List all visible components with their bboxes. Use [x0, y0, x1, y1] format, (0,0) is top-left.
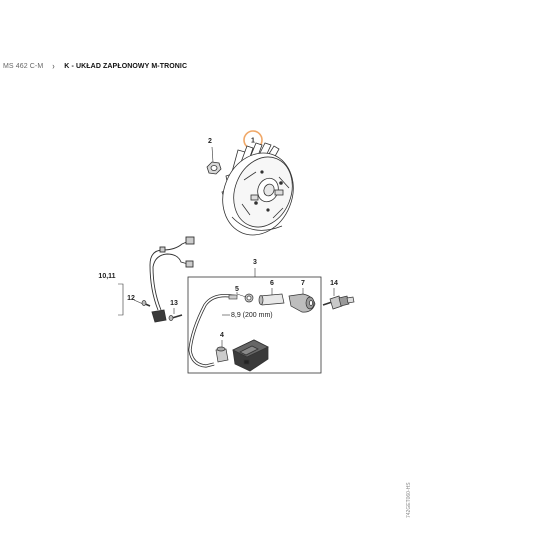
callout-boot-label: 7: [301, 280, 305, 287]
callout-wire-harness-label: 10,11: [98, 273, 115, 280]
spark-plug-part: [322, 295, 355, 310]
breadcrumb-parent-link[interactable]: MS 462 C-M: [3, 62, 44, 70]
breadcrumb-chevron-icon: ›: [52, 60, 55, 71]
screw-part: [168, 314, 183, 321]
callout-spark-plug-boot-label: 4: [220, 332, 224, 339]
breadcrumb: MS 462 C-M › K - UKŁAD ZAPŁONOWY M-TRONI…: [3, 59, 187, 73]
callout-screw-label: 13: [170, 300, 178, 307]
callout-ignition-lead-label: 8,9 (200 mm): [231, 312, 273, 319]
nut-part: [206, 161, 222, 175]
callout-spring-label: 5: [235, 286, 239, 293]
breadcrumb-current: K - UKŁAD ZAPŁONOWY M-TRONIC: [64, 62, 188, 70]
callout-spark-plug-label: 14: [330, 280, 338, 287]
harness-screw-part: [141, 300, 151, 307]
callout-harness-screw-label: 12: [127, 295, 135, 302]
ignition-module-set-frame: [187, 276, 322, 374]
spark-plug-boot-part: [215, 346, 229, 363]
ignition-lead-part: [188, 294, 238, 368]
document-id-text: 742GET060-HS: [406, 482, 412, 518]
sleeve-part: [258, 293, 285, 306]
wire-harness-part: [149, 236, 195, 323]
boot-part: [288, 293, 316, 313]
callout-sleeve-label: 6: [270, 280, 274, 287]
callout-ignition-module-set-label: 3: [253, 259, 257, 266]
ignition-module-part: [232, 339, 269, 372]
callout-nut-label: 2: [208, 138, 212, 145]
document-id: 742GET060-HS: [404, 448, 414, 518]
callout-flywheel-label: 1: [251, 138, 255, 145]
flywheel-part: [221, 142, 294, 236]
spring-part: [244, 293, 254, 303]
